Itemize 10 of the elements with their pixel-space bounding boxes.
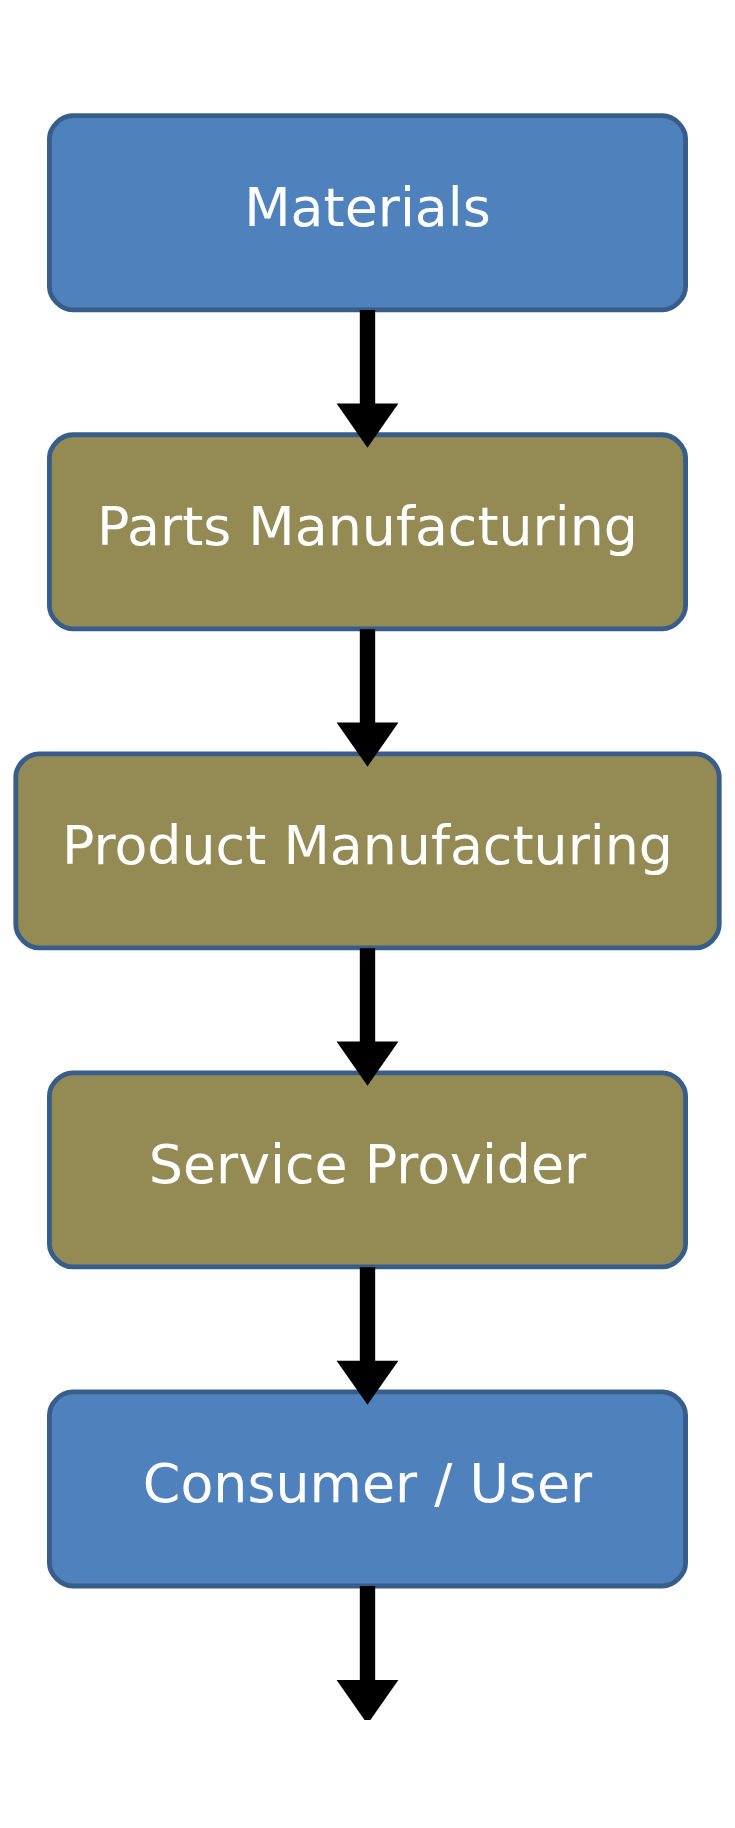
node-box: Consumer / User	[47, 1389, 688, 1589]
arrow	[336, 1586, 399, 1720]
node-box: Materials	[47, 113, 688, 313]
arrow	[336, 948, 399, 1086]
arrow	[336, 310, 399, 448]
node-box: Product Manufacturing	[13, 751, 722, 951]
arrow	[336, 1267, 399, 1405]
arrow	[336, 629, 399, 767]
node-box: Service Provider	[47, 1070, 688, 1270]
node-box: Parts Manufacturing	[47, 432, 688, 632]
